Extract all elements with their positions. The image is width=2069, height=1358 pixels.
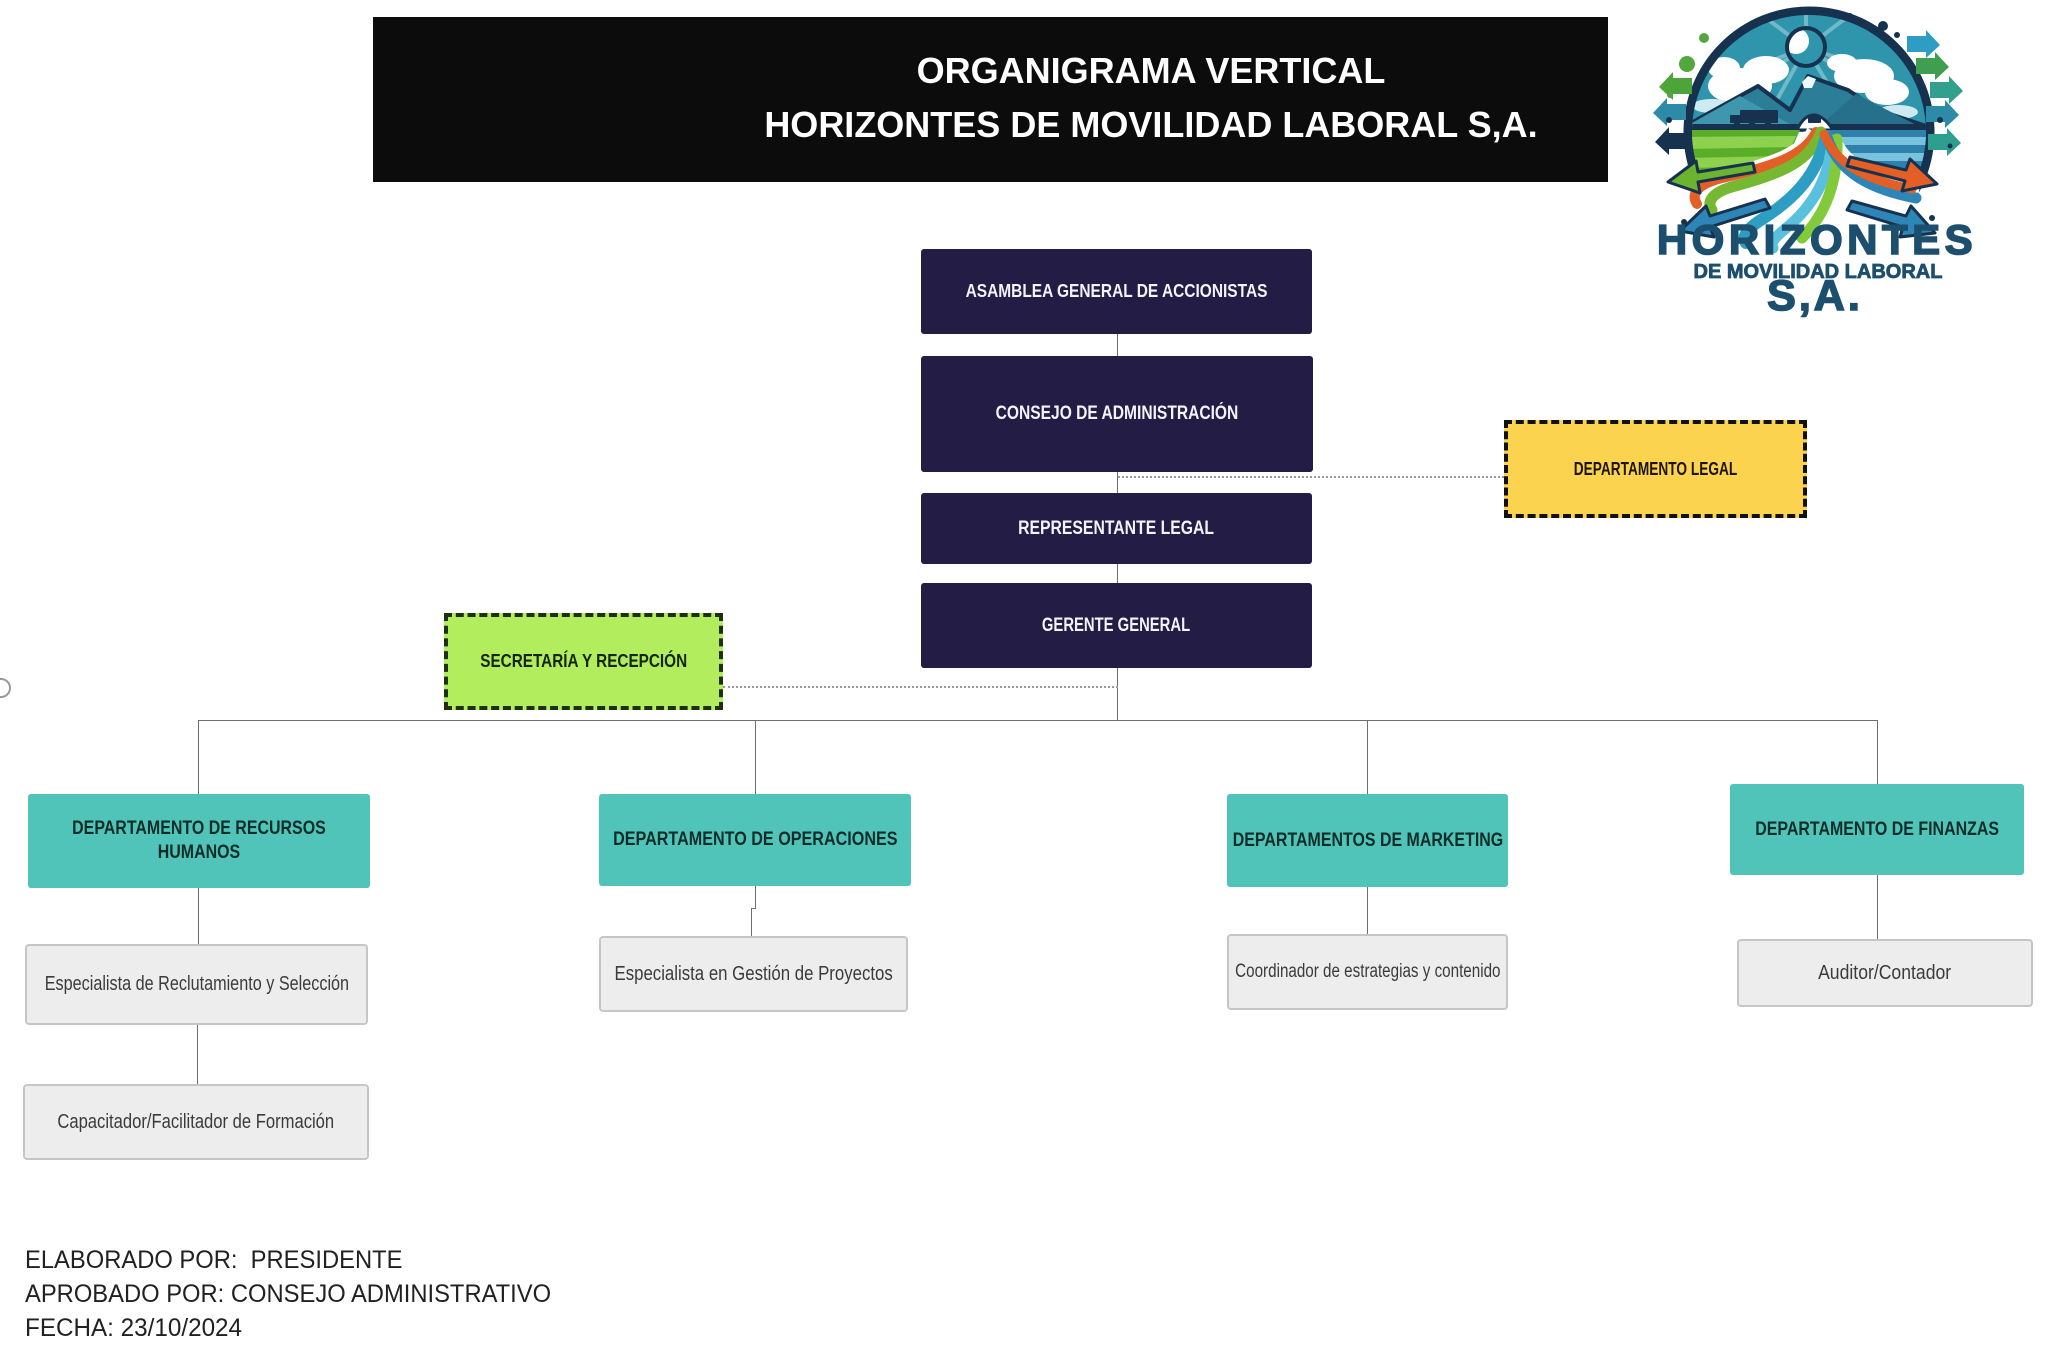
svg-text:DE MOVILIDAD LABORAL: DE MOVILIDAD LABORAL <box>1694 261 1943 283</box>
svg-text:HORIZONTES: HORIZONTES <box>1657 216 1977 263</box>
svg-text:S,A.: S,A. <box>1767 272 1863 320</box>
